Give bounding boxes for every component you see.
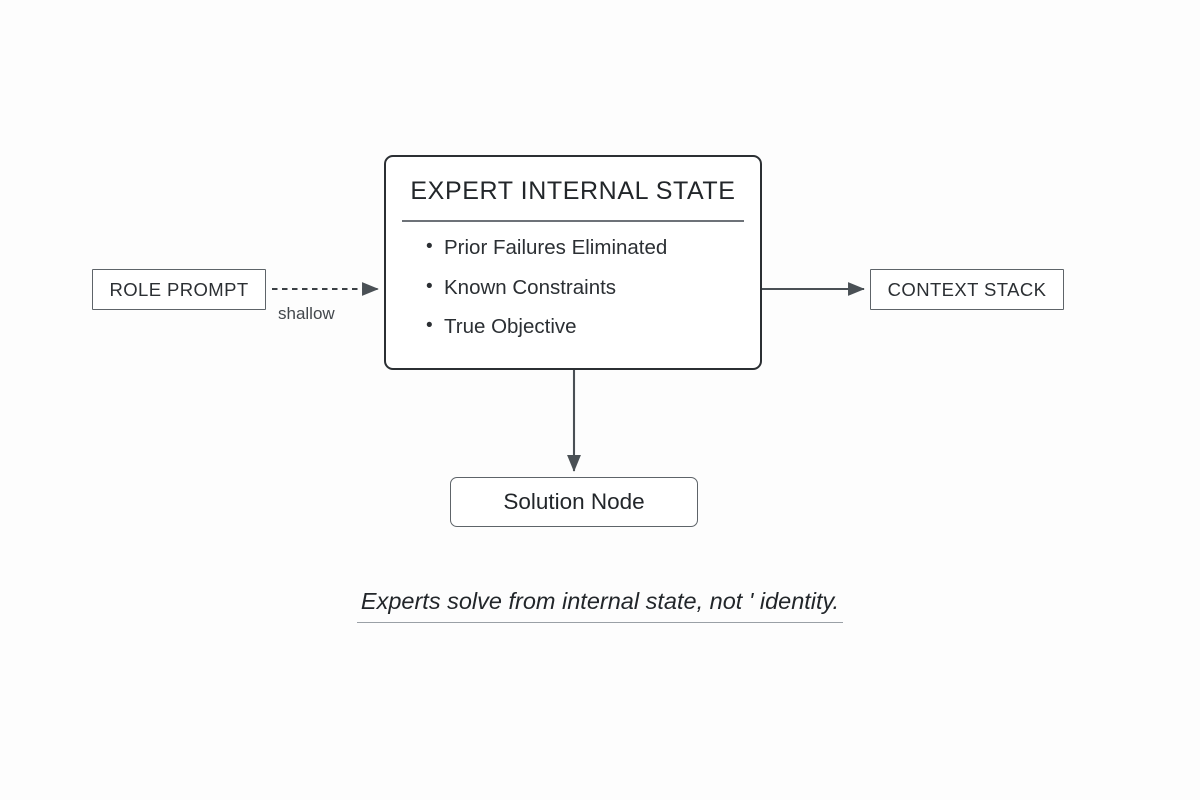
node-expert-internal-state[interactable]: EXPERT INTERNAL STATE Prior Failures Eli… [384, 155, 762, 370]
node-role-prompt-label: ROLE PROMPT [109, 278, 249, 300]
list-item: True Objective [426, 316, 760, 338]
caption-text: Experts solve from internal state, not '… [356, 588, 844, 623]
node-role-prompt[interactable]: ROLE PROMPT [92, 269, 266, 310]
expert-state-bullet-list: Prior Failures Eliminated Known Constrai… [386, 222, 760, 357]
node-solution-label: Solution Node [503, 489, 645, 514]
title-divider [402, 220, 744, 222]
list-item: Prior Failures Eliminated [426, 237, 760, 259]
node-expert-internal-state-title: EXPERT INTERNAL STATE [410, 177, 736, 205]
node-solution[interactable]: Solution Node [450, 477, 698, 527]
caption: Experts solve from internal state, not '… [0, 588, 1200, 623]
node-context-stack[interactable]: CONTEXT STACK [870, 269, 1064, 310]
list-item: Known Constraints [426, 277, 760, 299]
node-context-stack-label: CONTEXT STACK [887, 278, 1047, 300]
edge-label-shallow: shallow [278, 304, 335, 323]
